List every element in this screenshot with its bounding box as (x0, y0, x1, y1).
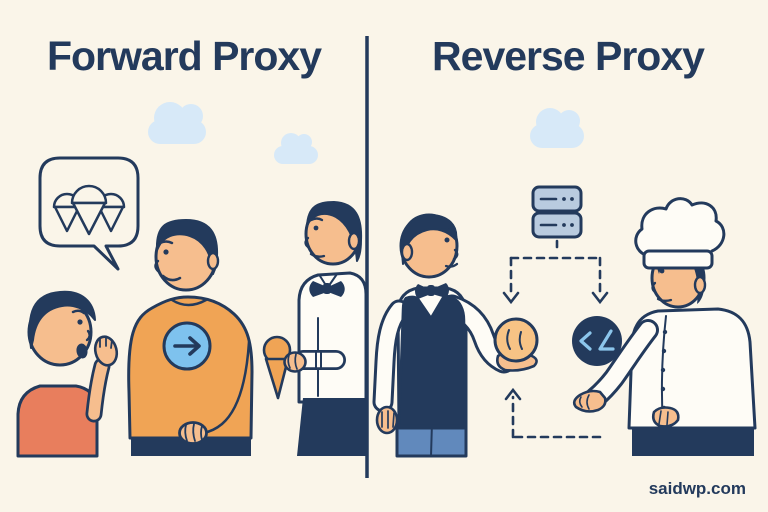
forward-proxy-man-figure (127, 219, 254, 456)
chef-hat-icon (634, 197, 726, 270)
bow-tie-icon (309, 281, 345, 297)
bow-tie-icon (415, 283, 449, 299)
arrow-down-icon (591, 291, 609, 305)
ice-cream-vendor-figure (262, 201, 368, 456)
watermark: saidwp.com (648, 479, 746, 498)
reverse-proxy-title: Reverse Proxy (432, 33, 705, 79)
client-child-figure (16, 290, 119, 458)
arrow-down-icon (502, 291, 520, 305)
arrow-up-icon (504, 387, 522, 401)
order-ball-icon (493, 317, 539, 363)
reverse-proxy-waiter-figure (372, 213, 538, 458)
cloud-icon (274, 133, 318, 164)
ice-cream-cones-icon (52, 184, 126, 236)
dashed-request-flow (502, 239, 609, 439)
ice-cream-cone-icon (262, 335, 292, 400)
cloud-icon (530, 108, 584, 148)
cloud-icon (148, 102, 206, 144)
server-stack-icon (531, 185, 583, 239)
right-arrow-circle-icon (162, 321, 212, 371)
chef-figure (572, 197, 757, 456)
forward-proxy-title: Forward Proxy (46, 33, 322, 79)
speech-bubble-ice-cream-icon (38, 156, 140, 271)
code-circle-icon (572, 316, 622, 366)
